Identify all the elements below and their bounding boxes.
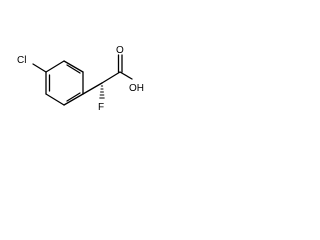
- benzene-ring: [45, 60, 84, 106]
- ring-to-alpha-carbon-bond: [82, 82, 103, 95]
- molecule-structure: Cl O OH F: [17, 45, 144, 113]
- alpha-to-carboxyl-bond: [101, 71, 121, 84]
- fluorine-hashed-wedge-bond: [99, 85, 105, 99]
- hydroxyl-label: OH: [129, 83, 144, 94]
- chlorine-bond: [32, 63, 47, 73]
- ring-bond: [63, 93, 84, 106]
- ring-double-bond: [66, 92, 81, 102]
- fluorine-atom-label: F: [98, 102, 104, 113]
- chlorine-atom-label: Cl: [17, 55, 26, 66]
- ring-double-bond: [66, 64, 81, 74]
- ring-bond: [45, 93, 65, 106]
- ring-bond: [63, 60, 84, 73]
- ring-bond: [45, 60, 65, 73]
- hydroxyl-bond: [119, 71, 133, 80]
- carbonyl-oxygen-label: O: [116, 45, 124, 56]
